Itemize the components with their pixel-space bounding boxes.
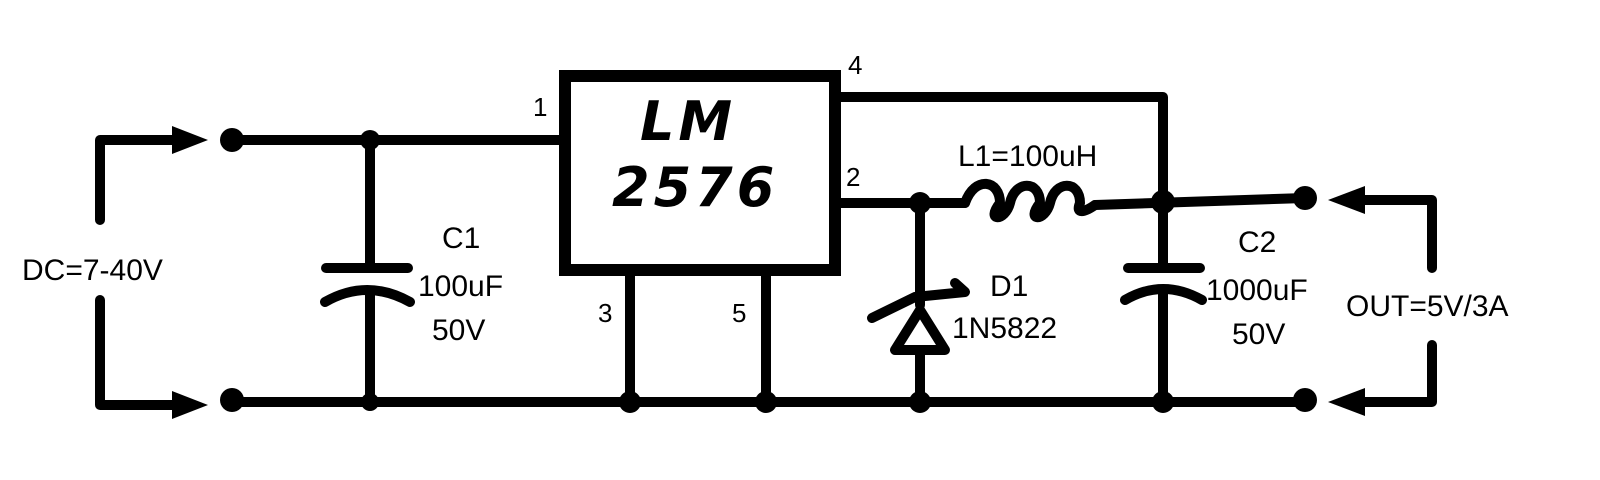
c2-name-label: C2 <box>1238 226 1276 259</box>
regulator-ic <box>559 70 841 276</box>
inductor-output-wire <box>1090 193 1310 210</box>
regulator-label-line1: LM <box>640 90 736 153</box>
c1-name-label: C1 <box>442 222 480 255</box>
output-arrow-bottom <box>1328 340 1437 416</box>
feedback-wire <box>830 92 1168 207</box>
c1-voltage-label: 50V <box>432 314 485 347</box>
output-terminal-positive[interactable] <box>1293 186 1317 210</box>
c2-value-label: 1000uF <box>1206 274 1308 307</box>
output-voltage-label: OUT=5V/3A <box>1346 290 1509 323</box>
capacitor-c1 <box>320 135 415 407</box>
d1-part-label: 1N5822 <box>952 312 1057 345</box>
pin4-corner <box>829 70 841 82</box>
regulator-label-line2: 2576 <box>612 156 778 219</box>
input-voltage-label: DC=7-40V <box>22 254 163 287</box>
output-terminal-negative[interactable] <box>1293 388 1317 412</box>
pin-1-label: 1 <box>533 92 547 122</box>
pin-2-label: 2 <box>846 162 860 192</box>
d1-name-label: D1 <box>990 270 1028 303</box>
c1-value-label: 100uF <box>418 270 503 303</box>
pin-4-label: 4 <box>848 50 862 80</box>
inductor-label: L1=100uH <box>958 140 1097 173</box>
inductor-l1 <box>960 178 1100 223</box>
input-arrow-bottom <box>95 295 208 419</box>
pin-3-label: 3 <box>598 298 612 328</box>
output-arrow-top <box>1328 186 1437 273</box>
pin-5-label: 5 <box>732 298 746 328</box>
c2-voltage-label: 50V <box>1232 318 1285 351</box>
capacitor-c2 <box>1120 197 1207 407</box>
diode-d1 <box>867 198 970 407</box>
input-arrow-top <box>95 126 208 225</box>
